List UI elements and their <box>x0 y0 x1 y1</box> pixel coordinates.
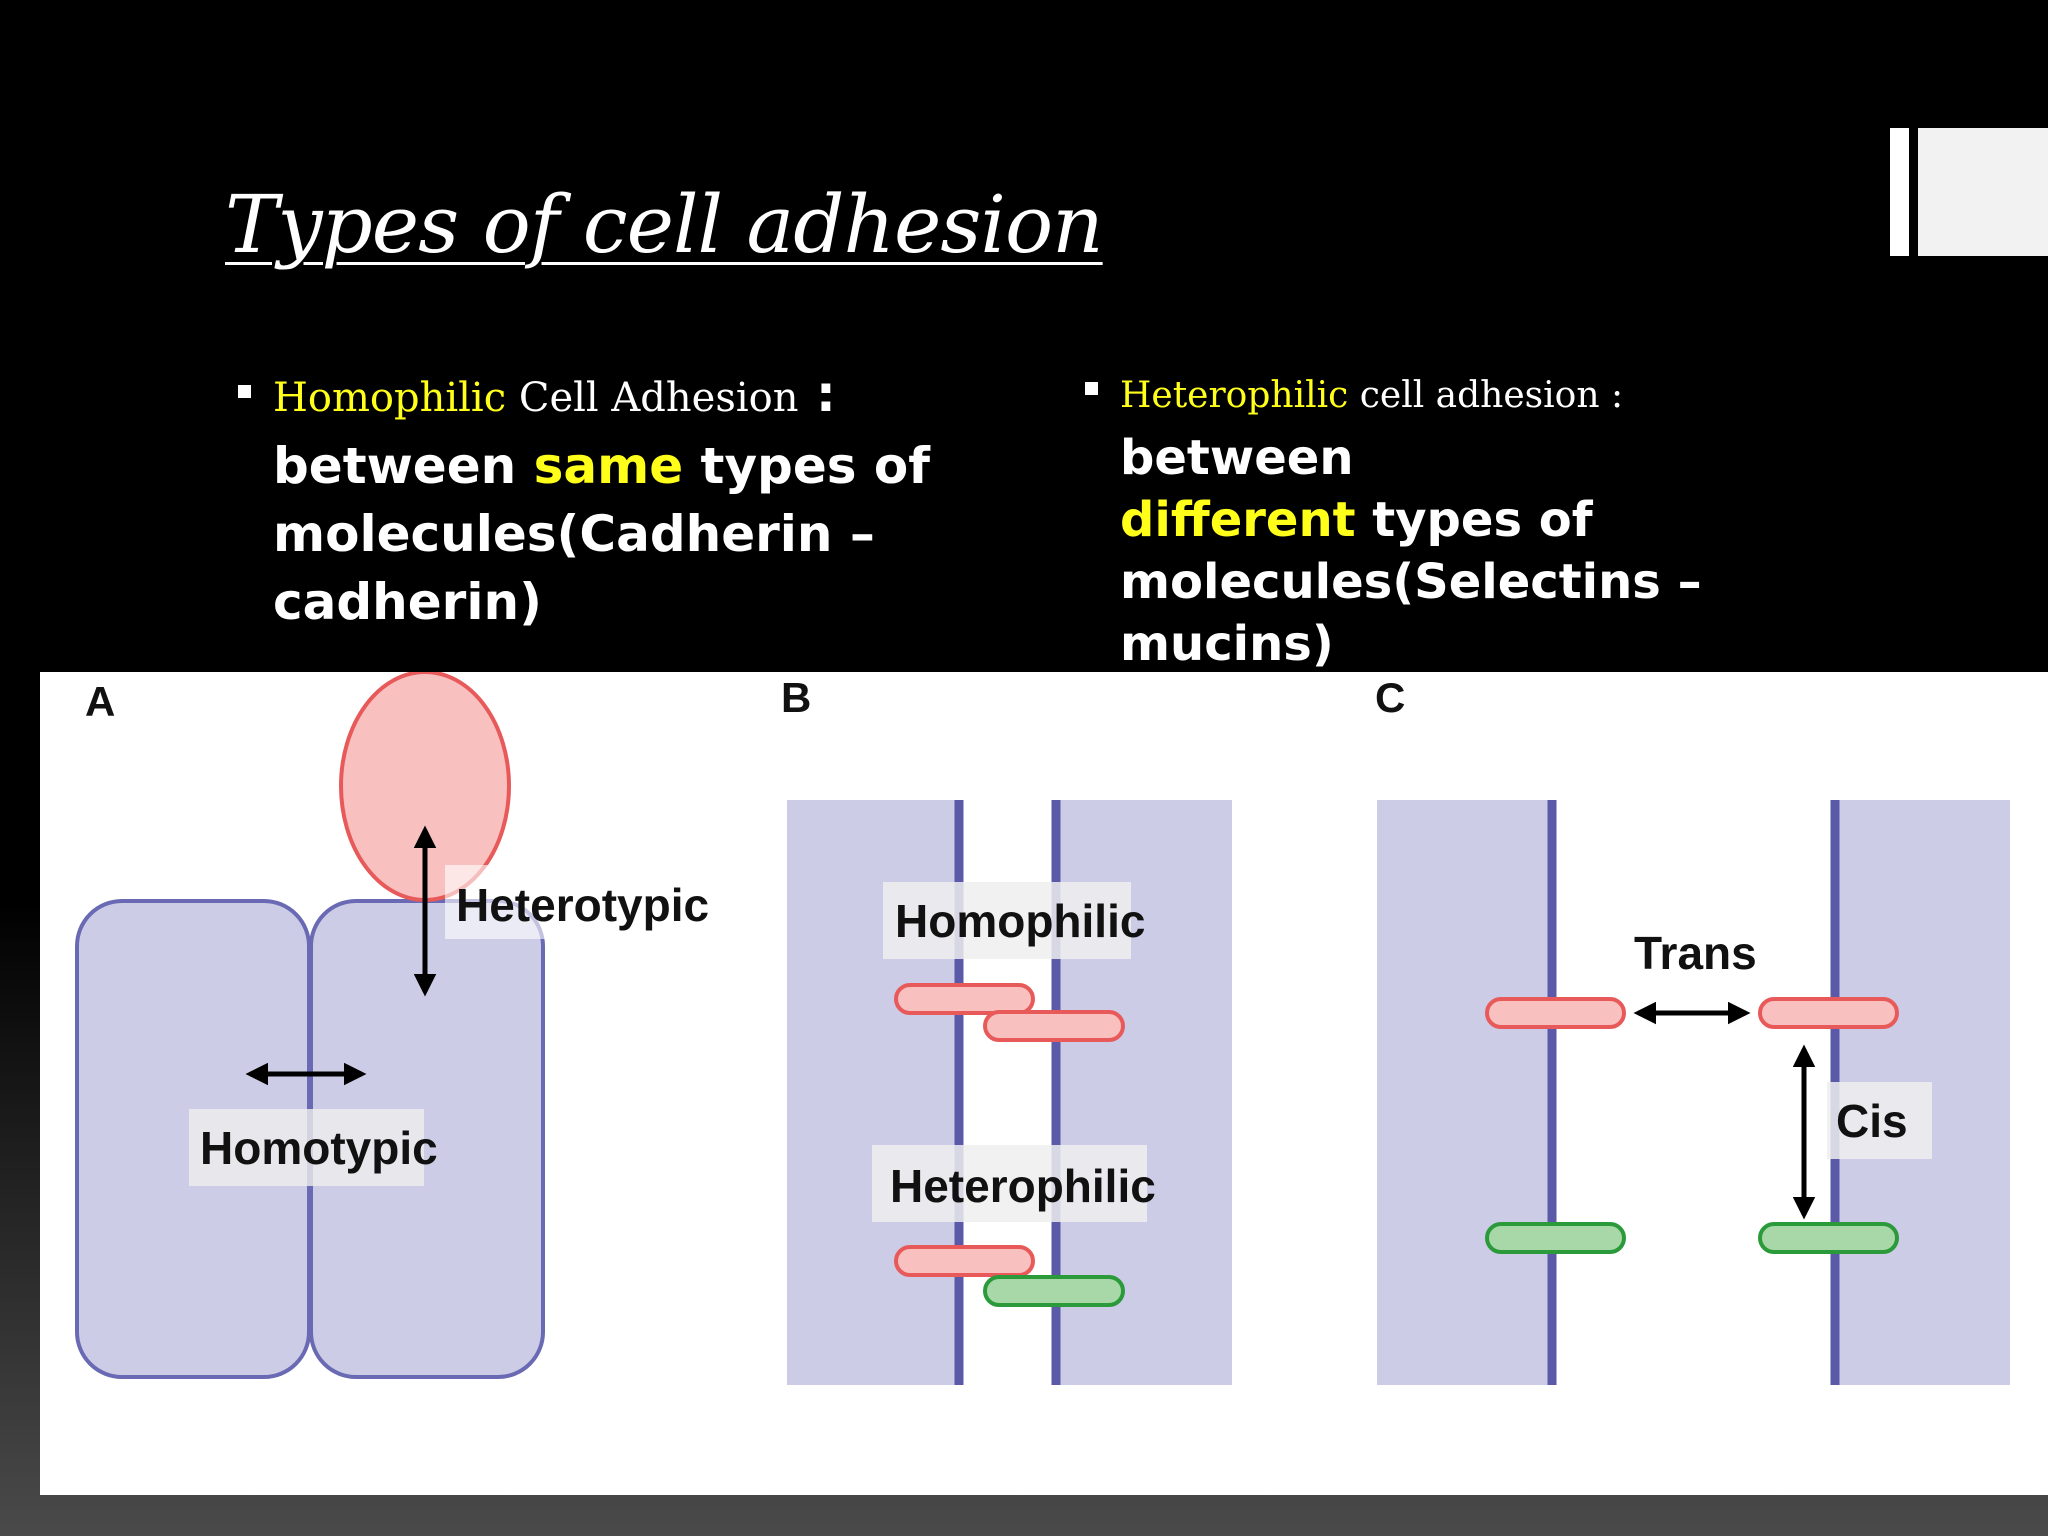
panel-b-letter: B <box>781 674 811 721</box>
bullet-homophilic: Homophilic Cell Adhesion : between same … <box>238 360 993 636</box>
cis-molecule-left <box>1485 1222 1626 1254</box>
heterophilic-molecule-green <box>983 1275 1125 1307</box>
decorative-block <box>1918 128 2048 256</box>
bullet-heterophilic: Heterophilic cell adhesion : between dif… <box>1085 360 1820 675</box>
bullet-square-icon <box>1085 382 1098 395</box>
heterotypic-label-box <box>445 865 680 939</box>
heterotypic-label: Heterotypic <box>456 879 709 931</box>
trans-molecule-right <box>1758 997 1899 1029</box>
cis-molecule-right <box>1758 1222 1899 1254</box>
panel-c-left-cell <box>1377 800 1552 1385</box>
heterophilic-line1-text: between <box>1120 430 1354 486</box>
homophilic-molecule-right <box>983 1010 1125 1042</box>
heterophilic-term: Heterophilic <box>1120 375 1349 416</box>
heterophilic-line4: mucins) <box>1120 616 1334 672</box>
trans-molecule-left <box>1485 997 1626 1029</box>
heterophilic-label-box <box>872 1145 1147 1222</box>
homophilic-molecule-left <box>894 983 1035 1015</box>
homophilic-line1-c: types of <box>683 437 931 495</box>
heterophilic-keyword: different <box>1120 492 1356 548</box>
heterophilic-molecule-red <box>894 1245 1035 1277</box>
bullet-homophilic-heading: Homophilic Cell Adhesion : <box>273 360 993 432</box>
bullet-square-icon <box>238 385 251 398</box>
homophilic-label: Homophilic <box>895 895 1145 947</box>
heterophilic-line2: different types of <box>1120 489 1820 551</box>
heterophilic-line3: molecules(Selectins – <box>1120 554 1702 610</box>
homophilic-line3: cadherin) <box>273 573 542 631</box>
homophilic-line1: between same types of <box>273 432 993 500</box>
panel-c-letter: C <box>1375 674 1405 721</box>
homophilic-colon: : <box>798 365 836 423</box>
homophilic-lead: Cell Adhesion <box>506 375 799 421</box>
trans-label: Trans <box>1634 927 1757 979</box>
homophilic-keyword: same <box>533 437 684 495</box>
cis-label: Cis <box>1836 1095 1908 1147</box>
heterophilic-line1: Heterophilic cell adhesion : between <box>1120 360 1820 489</box>
cell-adhesion-figure: A Heterotypic Homotypic B Homophilic Het… <box>40 672 2048 1495</box>
homotypic-label-box <box>189 1109 424 1186</box>
decorative-bar <box>1890 128 1909 256</box>
homophilic-line1-a: between <box>273 437 534 495</box>
homotypic-label: Homotypic <box>200 1122 438 1174</box>
homophilic-label-box <box>883 882 1131 959</box>
heterophilic-lead: cell adhesion : <box>1348 375 1624 416</box>
panel-a-letter: A <box>85 678 115 725</box>
heterophilic-label: Heterophilic <box>890 1160 1156 1212</box>
slide-title: Types of cell adhesion <box>225 178 1104 271</box>
cis-label-box <box>1827 1082 1932 1159</box>
homophilic-line2: molecules(Cadherin – <box>273 505 875 563</box>
heterophilic-line2-b: types of <box>1355 492 1593 548</box>
homophilic-term: Homophilic <box>273 375 507 421</box>
cell-adhesion-diagram: A Heterotypic Homotypic B Homophilic Het… <box>75 672 2010 1385</box>
